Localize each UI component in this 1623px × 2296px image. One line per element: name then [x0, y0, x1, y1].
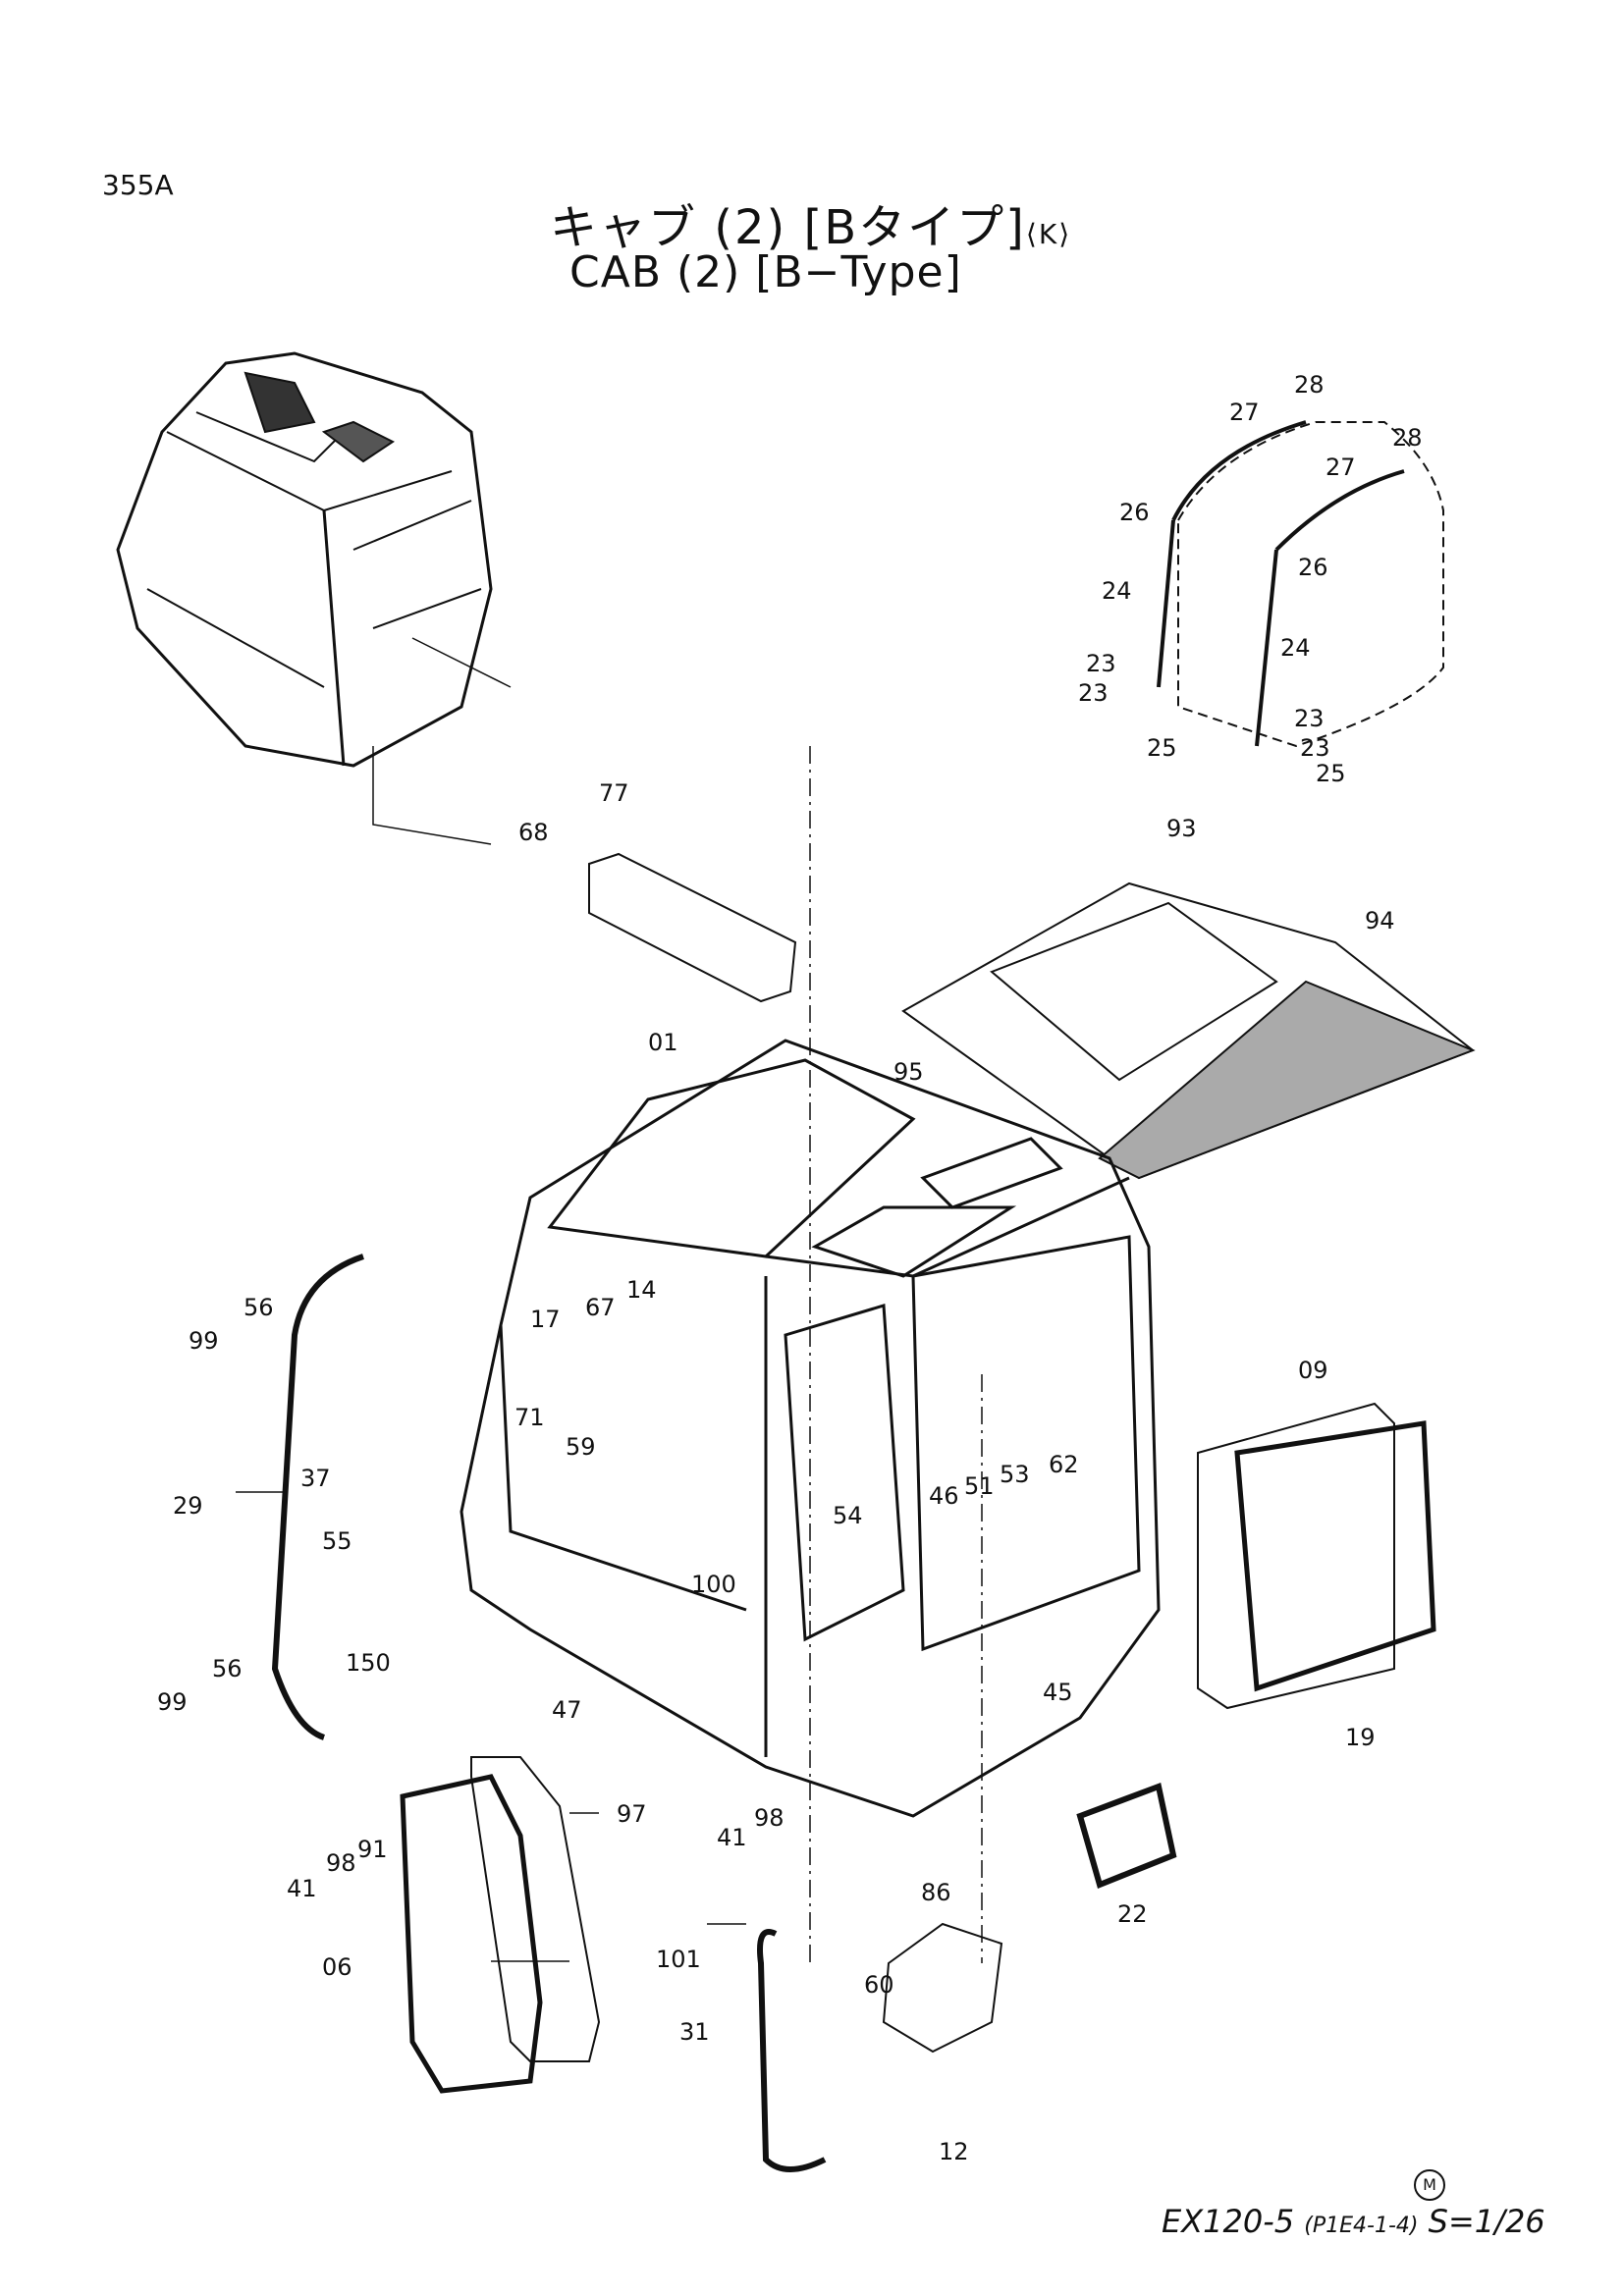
callout-label: 60 [864, 1971, 894, 1999]
callout-label: 91 [357, 1836, 388, 1863]
callout-label: 51 [964, 1472, 995, 1500]
footer-reference: EX120-5 (P1E4-1-4) S=1/26 [1162, 2203, 1545, 2240]
callout-label: 31 [679, 2018, 710, 2046]
callout-label: 67 [585, 1294, 616, 1321]
title-japanese: キャブ (2) [Bタイプ]⟨K⟩ [550, 188, 1071, 257]
callout-label: 14 [626, 1276, 657, 1304]
footer-sheet: S=1/26 [1428, 2203, 1545, 2240]
handrail-31 [757, 1929, 827, 2172]
callout-label: 28 [1294, 371, 1325, 399]
callout-label: 24 [1280, 634, 1311, 662]
callout-label: 150 [346, 1649, 391, 1677]
callout-label: 99 [157, 1688, 188, 1716]
callout-label: 53 [1000, 1461, 1030, 1488]
callout-label: 23 [1086, 650, 1116, 677]
callout-label: 55 [322, 1527, 352, 1555]
callout-label: 26 [1298, 554, 1328, 581]
callout-label: 27 [1229, 399, 1260, 426]
callout-label: 01 [648, 1029, 678, 1056]
cab-frame [460, 1039, 1161, 1818]
page-id: 355A [102, 169, 174, 201]
callout-label: 59 [566, 1433, 596, 1461]
callout-label: 86 [921, 1879, 951, 1906]
footer-ref: (P1E4-1-4) [1304, 2214, 1419, 2238]
gasket-22 [1076, 1782, 1177, 1890]
callout-label: 94 [1365, 907, 1395, 934]
callout-label: 77 [599, 779, 629, 807]
title-japanese-suffix: ⟨K⟩ [1025, 218, 1072, 250]
callout-label: 24 [1102, 577, 1132, 605]
callout-label: 23 [1078, 679, 1109, 707]
title-japanese-text: キャブ (2) [Bタイプ] [550, 200, 1026, 255]
callout-label: 101 [656, 1946, 701, 1973]
callout-label: 100 [691, 1571, 736, 1598]
callout-label: 17 [530, 1306, 561, 1333]
callout-label: 23 [1300, 734, 1330, 762]
callout-label: 12 [939, 2138, 969, 2165]
windshield-seal-group [1157, 420, 1444, 748]
handrail-29 [271, 1254, 364, 1740]
callout-label: 41 [717, 1824, 747, 1851]
callout-label: 98 [326, 1849, 356, 1877]
side-window-glass [1234, 1420, 1436, 1692]
callout-label: 45 [1043, 1679, 1073, 1706]
headliner-panel [588, 852, 797, 1003]
callout-label: 25 [1316, 760, 1346, 787]
callout-label: 06 [322, 1953, 352, 1981]
footer-model: EX120-5 [1162, 2203, 1295, 2240]
callout-label: 09 [1298, 1357, 1328, 1384]
callout-label: 37 [300, 1465, 331, 1492]
callout-label: 41 [287, 1875, 317, 1902]
callout-label: 26 [1119, 499, 1150, 526]
leader-lines [236, 746, 983, 1963]
callout-label: 99 [189, 1327, 219, 1355]
callout-label: 95 [893, 1058, 924, 1086]
callout-label: 71 [514, 1404, 545, 1431]
title-english: CAB (2) [B−Type] [569, 247, 962, 297]
callout-label: 29 [173, 1492, 203, 1520]
callout-label: 98 [754, 1804, 784, 1832]
callout-label: 93 [1166, 815, 1197, 842]
callout-label: 23 [1294, 705, 1325, 732]
callout-label: 27 [1325, 454, 1356, 481]
callout-label: 56 [212, 1655, 243, 1682]
callout-label: 56 [243, 1294, 274, 1321]
cover-12 [882, 1922, 1003, 2054]
lower-window-glass [400, 1774, 543, 2094]
callout-label: 97 [617, 1800, 647, 1828]
overview-cab [116, 351, 512, 845]
callout-labels: 28 27 28 27 26 26 24 24 23 23 23 23 25 2… [157, 371, 1423, 2165]
side-window-seal [1197, 1402, 1395, 1710]
lower-window-seal [470, 1756, 601, 2062]
m-mark: M [1414, 2169, 1445, 2201]
roof-window-opening [990, 901, 1278, 1082]
callout-label: 54 [833, 1502, 863, 1529]
callout-label: 25 [1147, 734, 1177, 762]
callout-label: 22 [1117, 1900, 1148, 1928]
roof-cover [1098, 980, 1476, 1180]
callout-label: 28 [1392, 424, 1423, 452]
callout-label: 68 [518, 819, 549, 846]
callout-label: 62 [1049, 1451, 1079, 1478]
callout-label: 47 [552, 1696, 582, 1724]
callout-label: 19 [1345, 1724, 1376, 1751]
callout-label: 46 [929, 1482, 959, 1510]
